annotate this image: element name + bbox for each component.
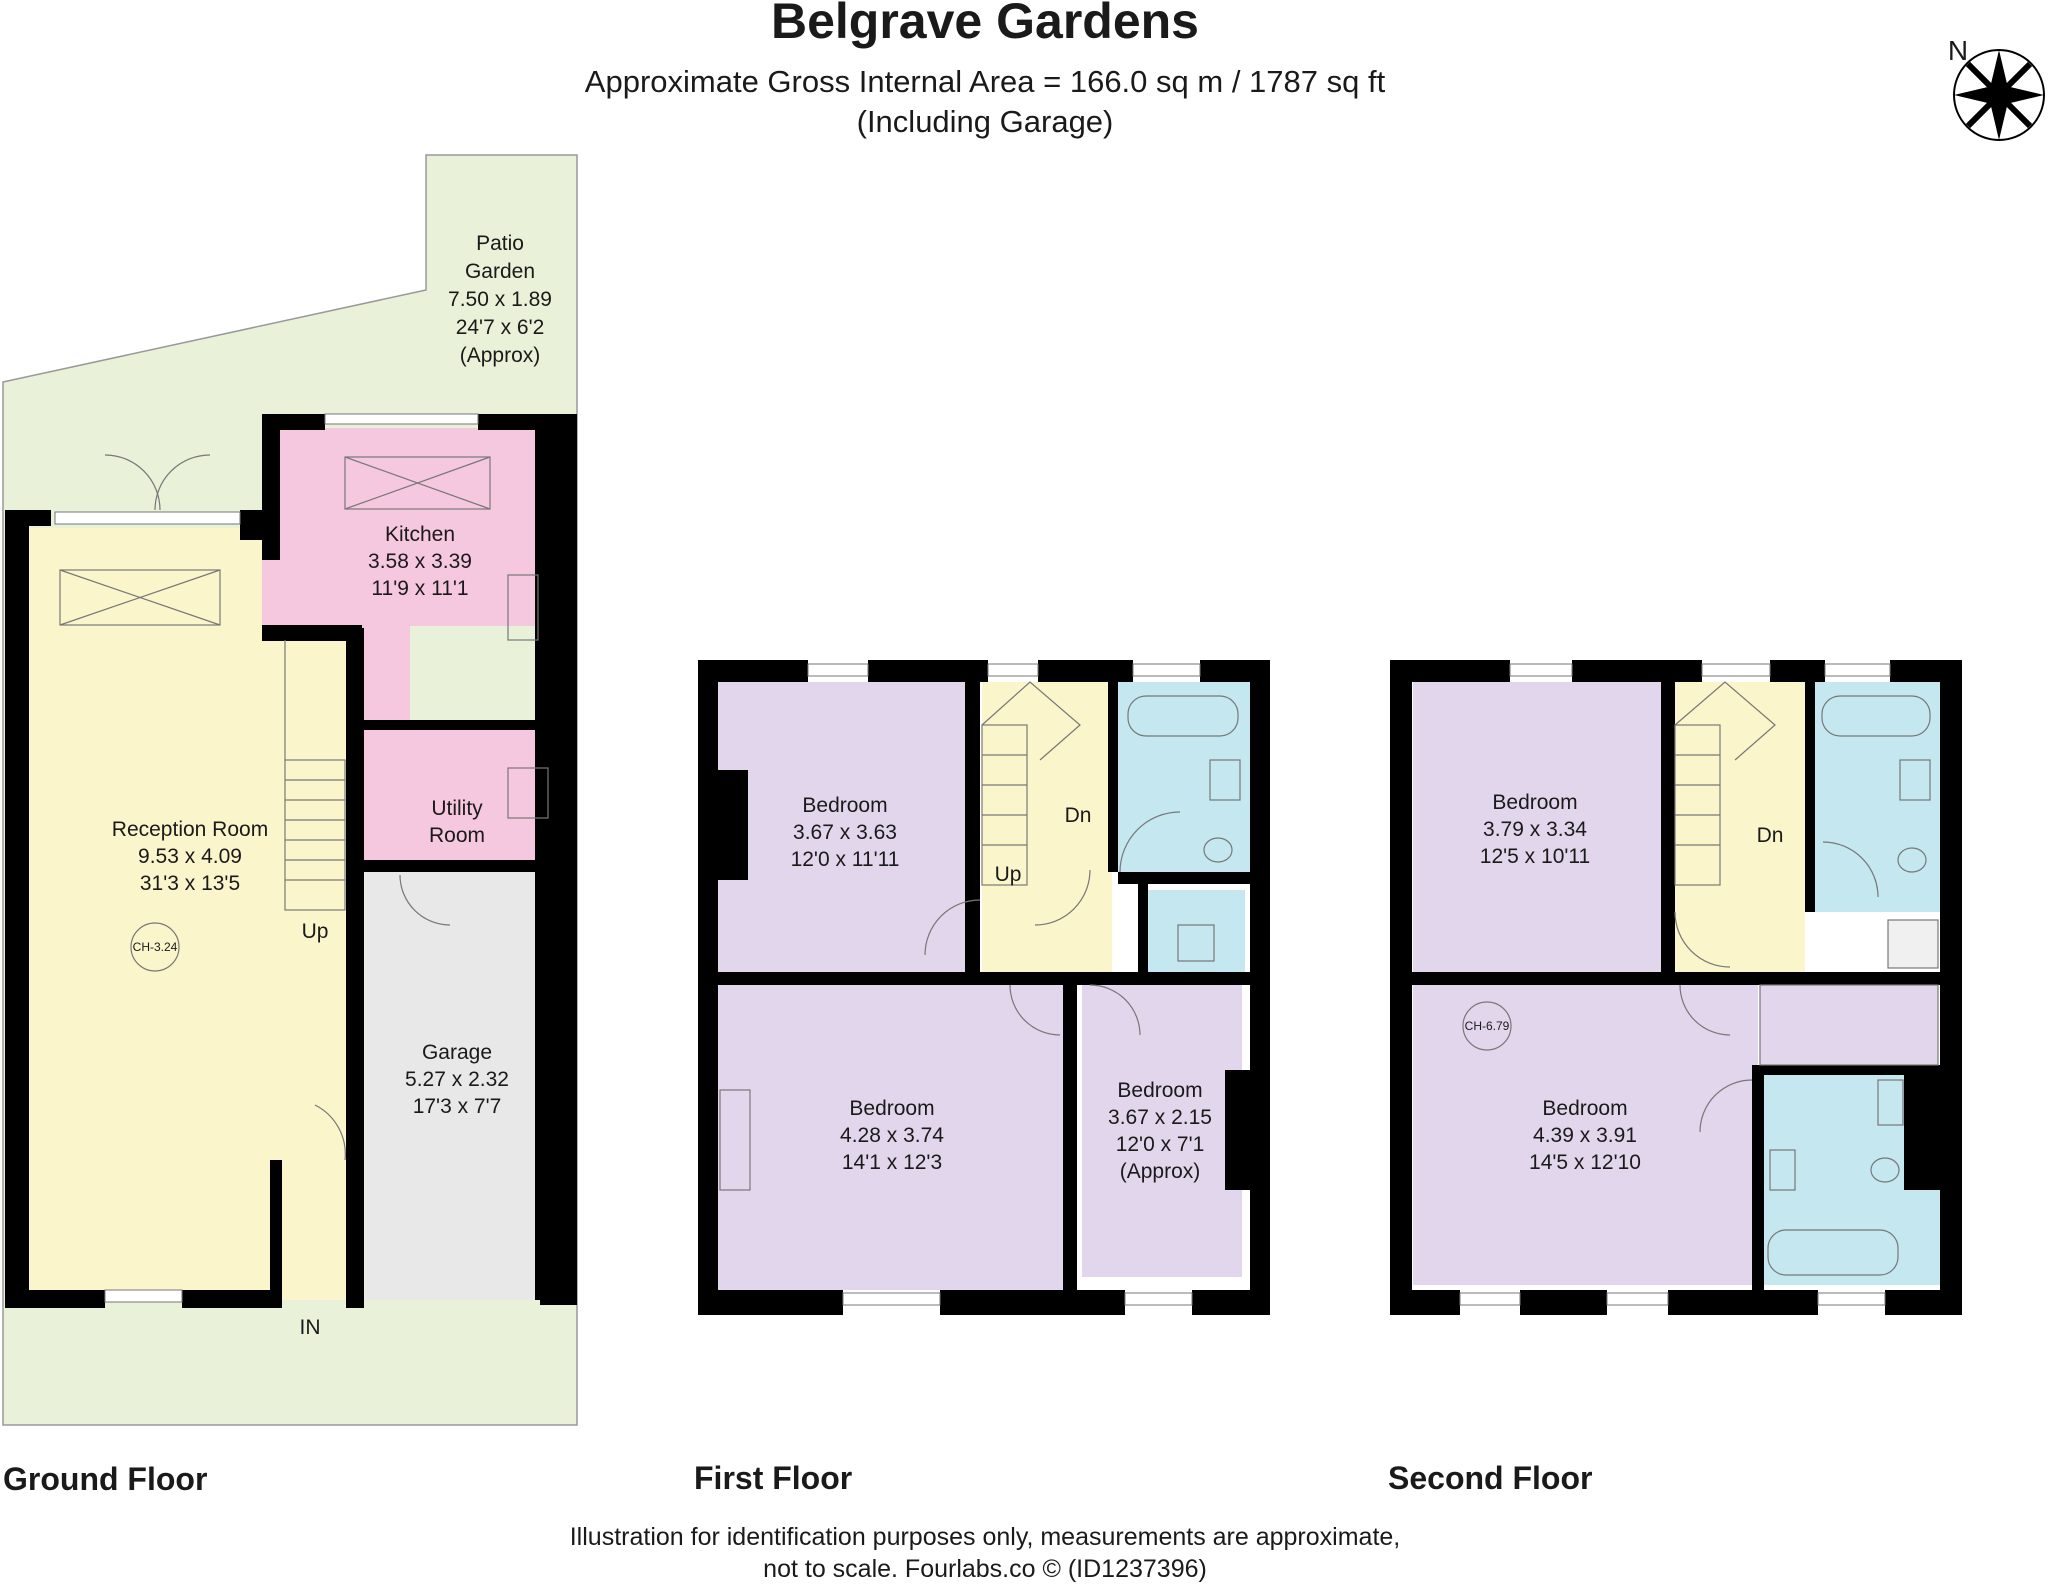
second-floor-label: Second Floor bbox=[1388, 1460, 1592, 1496]
first-bathroom bbox=[1115, 682, 1250, 872]
second-bedroom-b bbox=[1413, 985, 1758, 1285]
first-bedroom-c-imperial: 12'0 x 7'1 bbox=[1116, 1133, 1205, 1156]
disclaimer-line-2: not to scale. Fourlabs.co © (ID1237396) bbox=[763, 1555, 1207, 1583]
kitchen-room bbox=[262, 428, 552, 626]
first-bedroom-a-name: Bedroom bbox=[802, 794, 887, 817]
first-bedroom-a-label: Bedroom 3.67 x 3.63 12'0 x 11'11 bbox=[791, 794, 900, 871]
first-stairs-down-label: Dn bbox=[1065, 804, 1092, 827]
first-bedroom-a-metric: 3.67 x 3.63 bbox=[793, 821, 897, 844]
patio-metric: 7.50 x 1.89 bbox=[448, 288, 552, 311]
first-bedroom-c-approx: (Approx) bbox=[1120, 1160, 1201, 1183]
patio-name: Patio bbox=[476, 232, 524, 255]
garage-label: Garage 5.27 x 2.32 17'3 x 7'7 bbox=[405, 1041, 509, 1118]
patio-label: Patio Garden 7.50 x 1.89 24'7 x 6'2 (App… bbox=[448, 232, 552, 367]
first-bedroom-b-metric: 4.28 x 3.74 bbox=[840, 1124, 944, 1147]
kitchen-name: Kitchen bbox=[385, 523, 455, 546]
second-bedroom-a bbox=[1413, 682, 1661, 974]
first-bedroom-a-imperial: 12'0 x 11'11 bbox=[791, 848, 900, 871]
reception-imperial: 31'3 x 13'5 bbox=[140, 872, 240, 895]
utility-room bbox=[360, 728, 552, 860]
first-bedroom-c-name: Bedroom bbox=[1117, 1079, 1202, 1102]
first-bedroom-b bbox=[718, 985, 1063, 1290]
first-bedroom-b-name: Bedroom bbox=[849, 1097, 934, 1120]
area-note: (Including Garage) bbox=[857, 104, 1114, 139]
first-bedroom-c-label: Bedroom 3.67 x 2.15 12'0 x 7'1 (Approx) bbox=[1108, 1079, 1212, 1183]
utility-name: Utility bbox=[431, 797, 483, 820]
second-bedroom-b-name: Bedroom bbox=[1542, 1097, 1627, 1120]
utility-label: Utility Room bbox=[429, 797, 485, 847]
reception-name: Reception Room bbox=[112, 818, 268, 841]
first-wc bbox=[1145, 890, 1245, 972]
compass-north-label: N bbox=[1948, 35, 1968, 66]
ground-floor-plan bbox=[2, 154, 578, 1426]
entrance-label: IN bbox=[300, 1316, 321, 1339]
second-bathroom-top bbox=[1812, 682, 1940, 912]
patio-name-2: Garden bbox=[465, 260, 535, 283]
first-bedroom-a bbox=[718, 682, 968, 977]
patio-imperial: 24'7 x 6'2 bbox=[456, 316, 545, 339]
second-bedroom-a-metric: 3.79 x 3.34 bbox=[1483, 818, 1587, 841]
second-bedroom-a-imperial: 12'5 x 10'11 bbox=[1480, 845, 1590, 868]
patio-approx: (Approx) bbox=[460, 344, 541, 367]
utility-name-2: Room bbox=[429, 824, 485, 847]
garage-room bbox=[365, 872, 542, 1300]
heating-marker-second: CH-6.79 bbox=[1465, 1019, 1510, 1033]
second-stairs-down-label: Dn bbox=[1757, 824, 1784, 847]
kitchen-imperial: 11'9 x 11'1 bbox=[371, 577, 468, 600]
kitchen-label: Kitchen 3.58 x 3.39 11'9 x 11'1 bbox=[368, 523, 472, 600]
reception-label: Reception Room 9.53 x 4.09 31'3 x 13'5 C… bbox=[112, 818, 268, 954]
compass-icon bbox=[1953, 49, 2045, 141]
ground-floor-label: Ground Floor bbox=[3, 1461, 207, 1497]
second-bedroom-b-metric: 4.39 x 3.91 bbox=[1533, 1124, 1637, 1147]
first-bedroom-b-imperial: 14'1 x 12'3 bbox=[842, 1151, 942, 1174]
first-bedroom-b-label: Bedroom 4.28 x 3.74 14'1 x 12'3 bbox=[840, 1097, 944, 1174]
second-bedroom-b-label: Bedroom 4.39 x 3.91 14'5 x 12'10 bbox=[1529, 1097, 1641, 1174]
reception-metric: 9.53 x 4.09 bbox=[138, 845, 242, 868]
second-bedroom-a-label: Bedroom 3.79 x 3.34 12'5 x 10'11 bbox=[1480, 791, 1590, 868]
first-bedroom-c-metric: 3.67 x 2.15 bbox=[1108, 1106, 1212, 1129]
garage-metric: 5.27 x 2.32 bbox=[405, 1068, 509, 1091]
second-bedroom-a-name: Bedroom bbox=[1492, 791, 1577, 814]
first-bedroom-c bbox=[1082, 985, 1242, 1277]
disclaimer-line-1: Illustration for identification purposes… bbox=[570, 1523, 1401, 1551]
second-bedroom-b-imperial: 14'5 x 12'10 bbox=[1529, 1151, 1641, 1174]
garage-name: Garage bbox=[422, 1041, 492, 1064]
kitchen-metric: 3.58 x 3.39 bbox=[368, 550, 472, 573]
heating-marker-ground: CH-3.24 bbox=[133, 940, 178, 954]
area-line: Approximate Gross Internal Area = 166.0 … bbox=[585, 64, 1386, 99]
first-floor-plan bbox=[698, 660, 1270, 1315]
second-floor-plan bbox=[1390, 660, 1962, 1315]
first-floor-label: First Floor bbox=[694, 1460, 852, 1496]
second-landing bbox=[1675, 682, 1805, 972]
ground-stairs-up-label: Up bbox=[302, 920, 329, 943]
plan-title: Belgrave Gardens bbox=[771, 0, 1199, 49]
first-stairs-up-label: Up bbox=[995, 863, 1022, 886]
garage-imperial: 17'3 x 7'7 bbox=[413, 1095, 502, 1118]
